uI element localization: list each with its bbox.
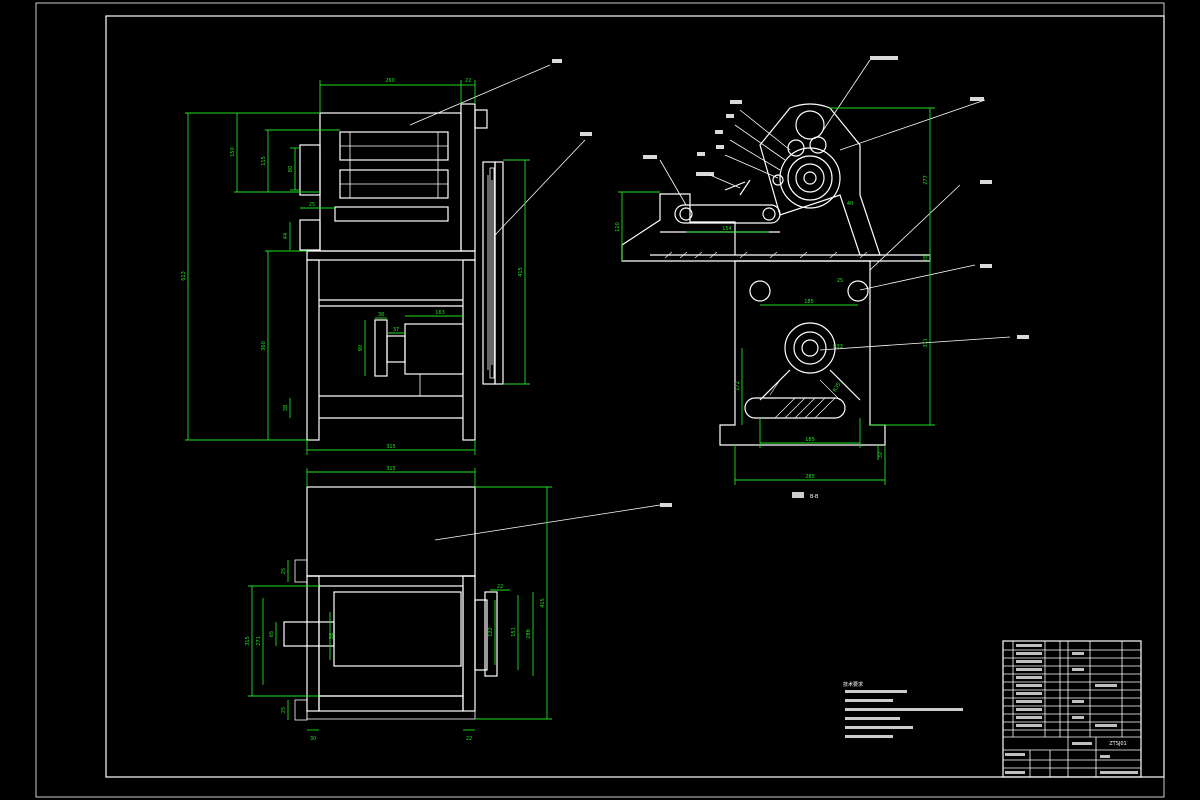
side-dim-belt-span: 154: [722, 226, 732, 232]
front-dim-bottom-width: 315: [386, 444, 396, 450]
side-dim-base-span: 185: [805, 437, 815, 443]
front-dim-motor-flange: 38: [378, 312, 384, 318]
side-dim-foot: 32: [878, 452, 884, 458]
section-label: B-B: [810, 494, 819, 500]
top-dim-top-a: 25: [281, 568, 287, 574]
front-dim-frame-height: 360: [261, 341, 267, 351]
front-dim-overall-height: 613: [181, 271, 187, 281]
side-section-view: 120 154 277 28 185 371 172 185 285 32 25…: [615, 59, 1011, 500]
side-dim-hole-span: 185: [804, 299, 814, 305]
top-view: 315 415 315 271 65 38 22 122 151 288 25 …: [245, 466, 661, 742]
front-view: 260 22 613 150 115 80 25 44 360 415 163 …: [181, 64, 586, 455]
side-dim-wheel-dia: R33: [833, 344, 843, 350]
top-dim-width: 315: [386, 466, 396, 472]
technical-requirements: 技术要求: [843, 681, 963, 738]
front-dim-shaft-offset: 25: [309, 202, 315, 208]
front-dim-motor-shaft: 37: [393, 327, 399, 333]
tech-req-title: 技术要求: [843, 681, 863, 688]
side-dim-right-top: 28: [923, 255, 929, 261]
top-dim-foot-r: 22: [466, 736, 472, 742]
top-dim-shaft: 65: [269, 631, 275, 637]
top-dim-bot-a: 25: [281, 707, 287, 713]
top-dim-foot-l: 30: [310, 736, 316, 742]
top-dim-right-d: 288: [526, 629, 532, 639]
side-dim-table-height: 120: [615, 222, 621, 232]
side-dim-base-width: 285: [805, 474, 815, 480]
front-dim-motor-dia: 90: [358, 345, 364, 351]
front-dim-belt-height: 415: [518, 267, 524, 277]
top-dim-right-c: 151: [511, 627, 517, 637]
inner-sheet-border: [105, 15, 1165, 778]
front-dim-top-right: 22: [465, 78, 471, 84]
side-dim-hole-dia: 25: [837, 278, 843, 284]
front-dim-foot: 38: [283, 405, 289, 411]
top-dim-height: 415: [540, 598, 546, 608]
side-dim-lower-height: 371: [923, 338, 929, 348]
side-dim-upper: 277: [923, 175, 929, 185]
side-dim-arm: R35: [832, 382, 842, 394]
drawing-number: ZTSJ01: [1109, 741, 1127, 747]
front-dim-top-width: 260: [385, 78, 395, 84]
front-dim-roller-gap: 80: [288, 166, 294, 172]
top-dim-left-outer: 315: [245, 636, 251, 646]
top-dim-right-b: 122: [488, 627, 494, 637]
front-dim-box-height: 115: [261, 156, 267, 166]
top-dim-left-inner: 271: [256, 636, 262, 646]
section-label-prefix: [792, 492, 804, 498]
outer-sheet-border: [35, 2, 1165, 798]
top-dim-right-a: 22: [497, 584, 503, 590]
front-dim-upper-height: 150: [230, 147, 236, 157]
side-dim-top-gear: 40: [847, 201, 853, 207]
front-dim-base-offset: 44: [283, 233, 289, 239]
top-dim-inner: 38: [329, 633, 335, 639]
side-dim-left-lower: 172: [735, 381, 741, 391]
title-block: ZTSJ01: [1002, 640, 1142, 778]
callout-tags: [552, 56, 1029, 507]
front-dim-motor-len: 163: [435, 310, 445, 316]
